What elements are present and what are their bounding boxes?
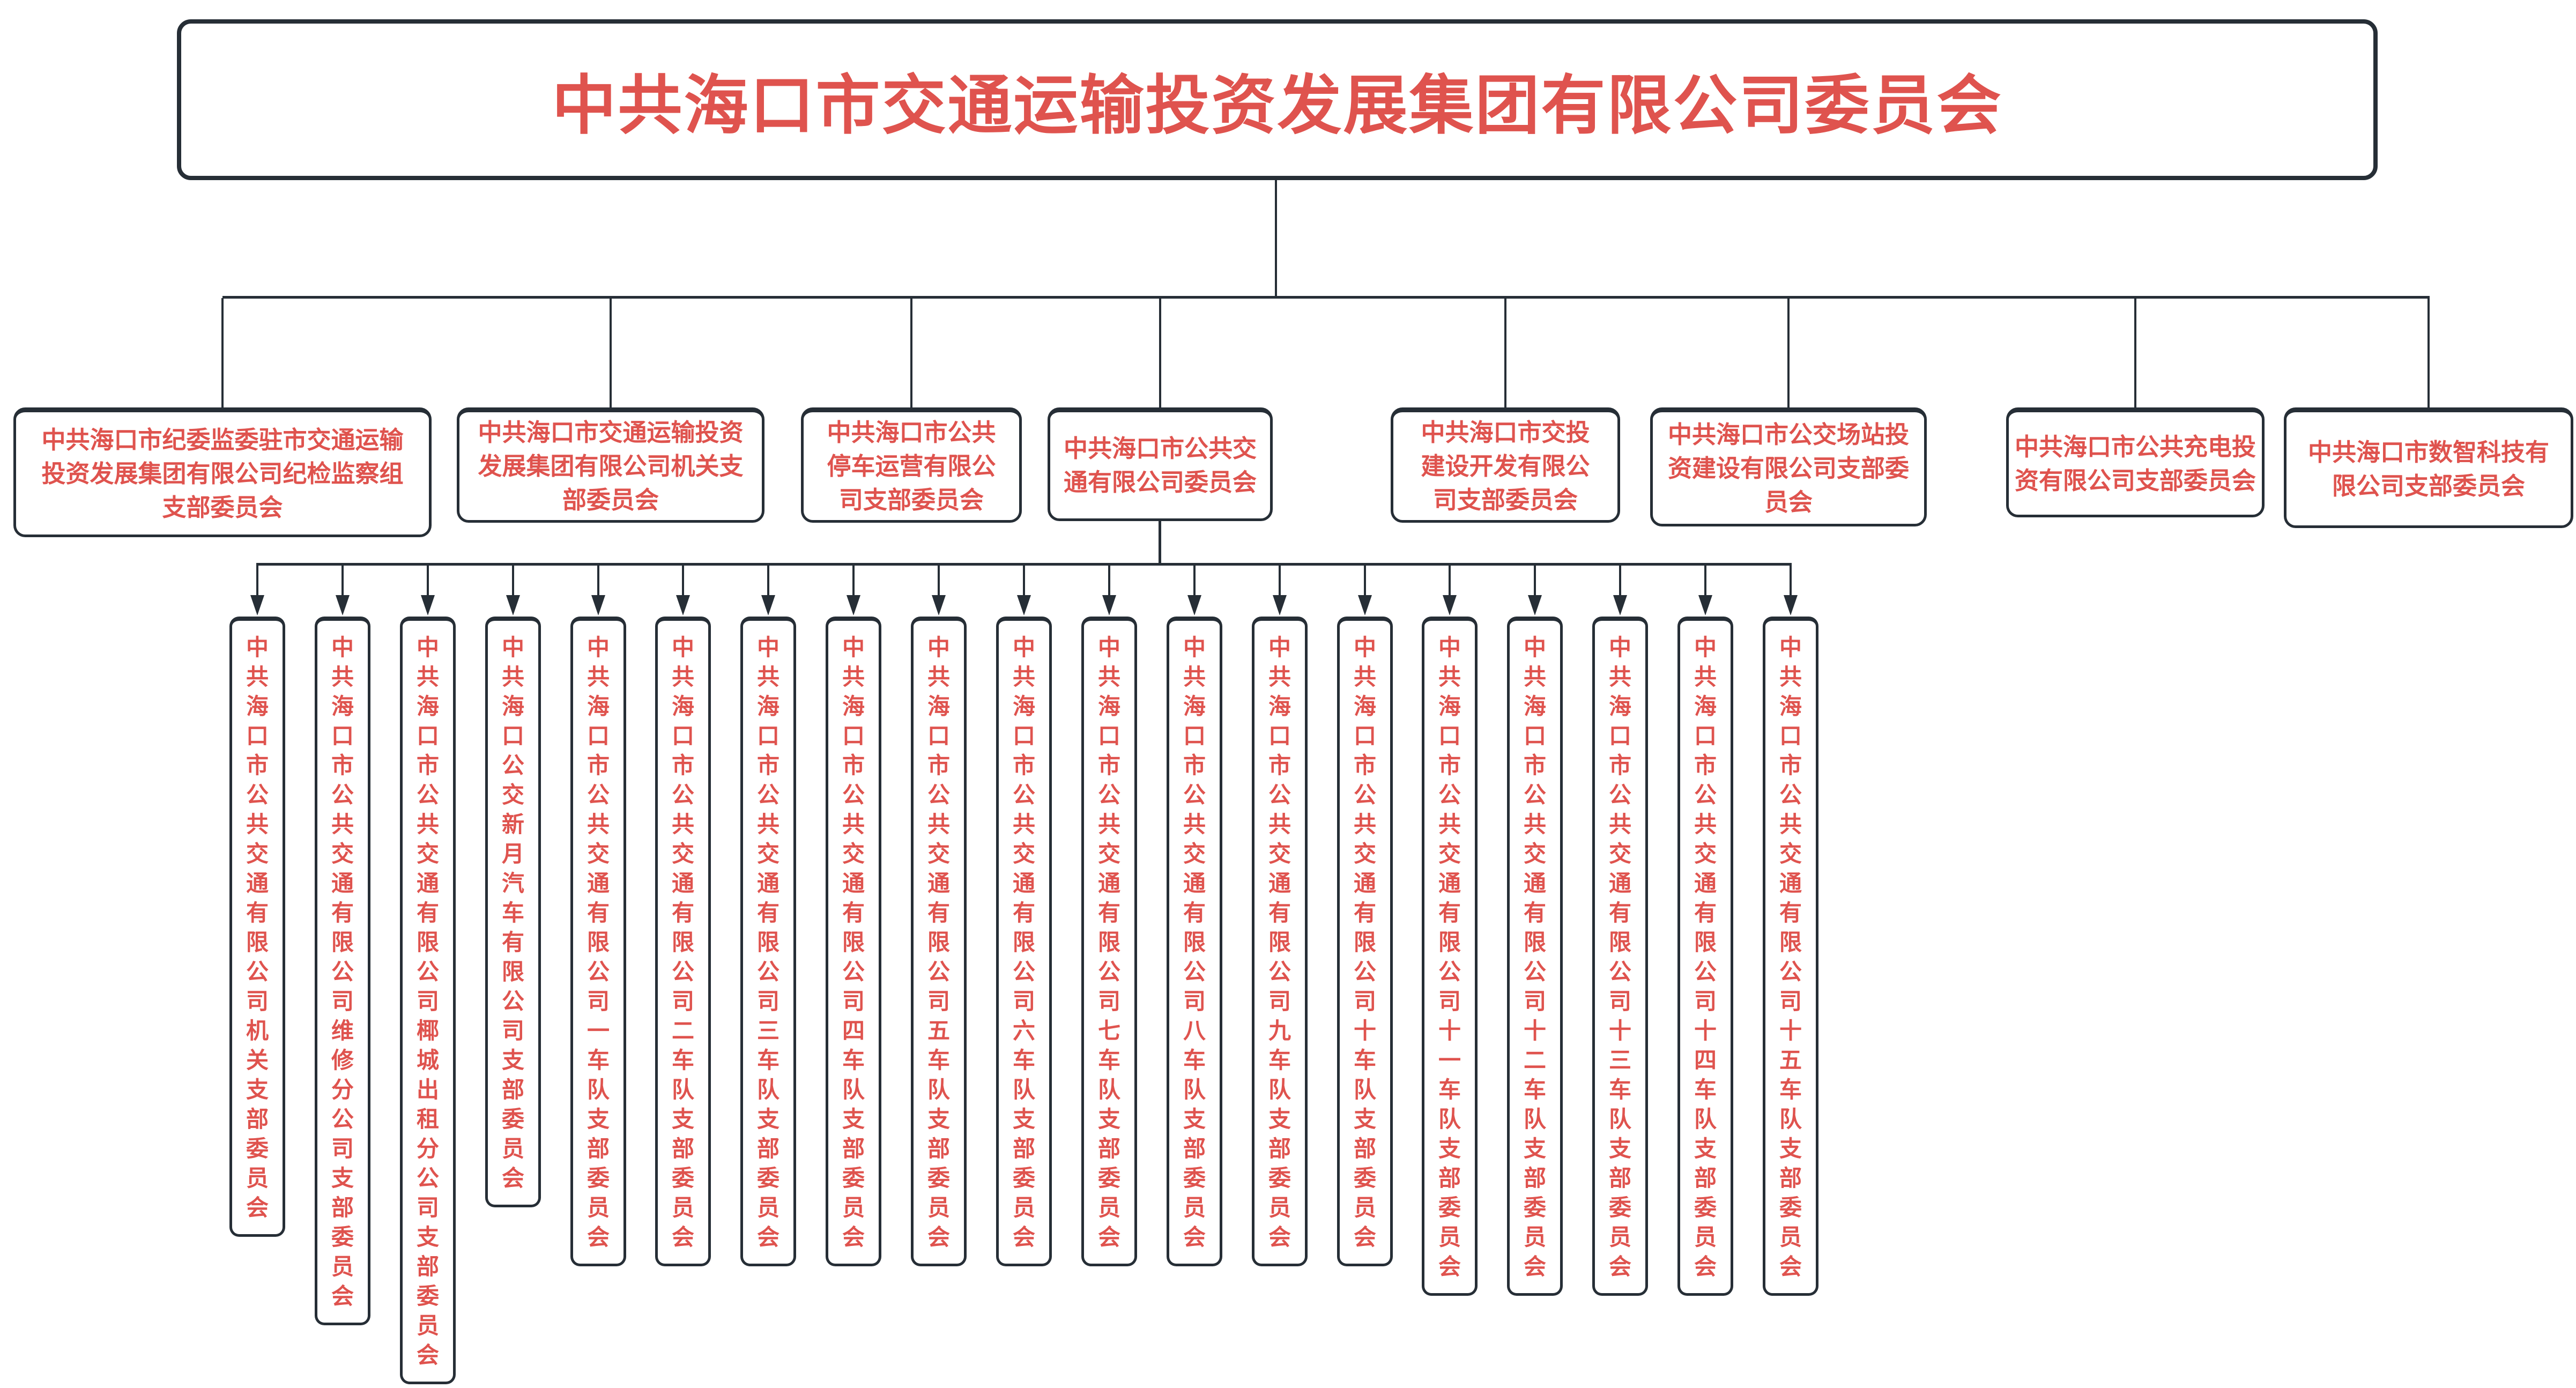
org-node-label: 中共海口市公共充电投资有限公司支部委员会 xyxy=(2014,432,2256,495)
level3-node-fleet-2: 中共海口市公共交通有限公司二车队支部委员会 xyxy=(655,563,711,1266)
level3-node-fleet-14: 中共海口市公共交通有限公司十四车队支部委员会 xyxy=(1677,563,1733,1296)
level3-node-headquarters: 中共海口市公共交通有限公司机关支部委员会 xyxy=(229,563,285,1237)
level3-node-yecheng-taxi-branch: 中共海口市公共交通有限公司椰城出租分公司支部委员会 xyxy=(400,563,456,1384)
level2-node-bus-station-investment: 中共海口市公交场站投资建设有限公司支部委员会 xyxy=(1650,298,1927,526)
level2-node-parking-operation: 中共海口市公共停车运营有限公司支部委员会 xyxy=(801,298,1022,523)
level3-node-fleet-7: 中共海口市公共交通有限公司七车队支部委员会 xyxy=(1081,563,1137,1266)
level3-node-fleet-1: 中共海口市公共交通有限公司一车队支部委员会 xyxy=(570,563,626,1266)
org-node-label: 中共海口市公共交通有限公司维修分公司支部委员会 xyxy=(331,634,354,1309)
level2-node-digital-technology: 中共海口市数智科技有限公司支部委员会 xyxy=(2284,298,2573,528)
org-node-label: 中共海口市公共交通有限公司椰城出租分公司支部委员会 xyxy=(416,634,439,1368)
org-node-label: 中共海口市公交场站投资建设有限公司支部委员会 xyxy=(1667,420,1909,516)
connector-root-trunk xyxy=(1275,180,1277,298)
org-node-label: 中共海口市公共交通有限公司十五车队支部委员会 xyxy=(1779,634,1802,1280)
org-node-label: 中共海口市公共交通有限公司六车队支部委员会 xyxy=(1012,634,1035,1250)
connector-bus-company-trunk xyxy=(1159,519,1161,564)
org-node-label: 中共海口公交新月汽车有限公司支部委员会 xyxy=(501,634,524,1191)
level3-node-fleet-13: 中共海口市公共交通有限公司十三车队支部委员会 xyxy=(1592,563,1648,1296)
level2-node-construction-development: 中共海口市交投建设开发有限公司支部委员会 xyxy=(1391,298,1620,523)
org-node-label: 中共海口市公共交通有限公司七车队支部委员会 xyxy=(1097,634,1120,1250)
level2-node-group-headquarters: 中共海口市交通运输投资发展集团有限公司机关支部委员会 xyxy=(457,298,764,523)
level3-node-fleet-12: 中共海口市公共交通有限公司十二车队支部委员会 xyxy=(1507,563,1563,1296)
level3-node-fleet-8: 中共海口市公共交通有限公司八车队支部委员会 xyxy=(1167,563,1222,1266)
org-node-label: 中共海口市公共交通有限公司八车队支部委员会 xyxy=(1183,634,1206,1250)
org-node-label: 中共海口市数智科技有限公司支部委员会 xyxy=(2307,437,2549,500)
org-node-label: 中共海口市公共交通有限公司五车队支部委员会 xyxy=(927,634,950,1250)
org-node-label: 中共海口市交投建设开发有限公司支部委员会 xyxy=(1421,418,1590,514)
level3-node-fleet-4: 中共海口市公共交通有限公司四车队支部委员会 xyxy=(826,563,881,1266)
level2-node-charging-investment: 中共海口市公共充电投资有限公司支部委员会 xyxy=(2006,298,2265,517)
org-node-label: 中共海口市公共停车运营有限公司支部委员会 xyxy=(827,418,996,514)
level3-node-fleet-3: 中共海口市公共交通有限公司三车队支部委员会 xyxy=(740,563,796,1266)
org-node-label: 中共海口市公共交通有限公司十车队支部委员会 xyxy=(1353,634,1376,1250)
org-node-label: 中共海口市公共交通有限公司机关支部委员会 xyxy=(246,634,269,1221)
level3-node-fleet-9: 中共海口市公共交通有限公司九车队支部委员会 xyxy=(1252,563,1308,1266)
level3-node-fleet-11: 中共海口市公共交通有限公司十一车队支部委员会 xyxy=(1422,563,1478,1296)
org-node-label: 中共海口市公共交通有限公司十三车队支部委员会 xyxy=(1608,634,1631,1280)
org-node-label: 中共海口市公共交通有限公司九车队支部委员会 xyxy=(1268,634,1291,1250)
org-node-label: 中共海口市公共交通有限公司四车队支部委员会 xyxy=(842,634,865,1250)
root-committee-node: 中共海口市交通运输投资发展集团有限公司委员会 xyxy=(177,19,2378,180)
level3-node-maintenance-branch: 中共海口市公共交通有限公司维修分公司支部委员会 xyxy=(315,563,370,1325)
connector-level3-rail xyxy=(256,563,1792,566)
org-node-label: 中共海口市公共交通有限公司一车队支部委员会 xyxy=(587,634,610,1250)
org-node-label: 中共海口市公共交通有限公司三车队支部委员会 xyxy=(756,634,780,1250)
level3-node-fleet-6: 中共海口市公共交通有限公司六车队支部委员会 xyxy=(996,563,1052,1266)
level2-node-public-transport-committee: 中共海口市公共交通有限公司委员会 xyxy=(1048,298,1273,521)
level3-node-fleet-10: 中共海口市公共交通有限公司十车队支部委员会 xyxy=(1337,563,1393,1266)
root-committee-label: 中共海口市交通运输投资发展集团有限公司委员会 xyxy=(552,69,2003,143)
level3-node-fleet-5: 中共海口市公共交通有限公司五车队支部委员会 xyxy=(911,563,967,1266)
level3-node-xinyue-auto: 中共海口公交新月汽车有限公司支部委员会 xyxy=(485,563,541,1207)
org-node-label: 中共海口市公共交通有限公司十二车队支部委员会 xyxy=(1523,634,1546,1280)
org-node-label: 中共海口市公共交通有限公司委员会 xyxy=(1063,434,1257,496)
org-node-label: 中共海口市公共交通有限公司二车队支部委员会 xyxy=(671,634,694,1250)
org-node-label: 中共海口市纪委监委驻市交通运输投资发展集团有限公司纪检监察组支部委员会 xyxy=(41,425,404,522)
org-node-label: 中共海口市交通运输投资发展集团有限公司机关支部委员会 xyxy=(478,418,744,514)
org-node-label: 中共海口市公共交通有限公司十四车队支部委员会 xyxy=(1694,634,1717,1280)
org-node-label: 中共海口市公共交通有限公司十一车队支部委员会 xyxy=(1438,634,1461,1280)
level3-node-fleet-15: 中共海口市公共交通有限公司十五车队支部委员会 xyxy=(1763,563,1818,1296)
level2-node-discipline-inspection: 中共海口市纪委监委驻市交通运输投资发展集团有限公司纪检监察组支部委员会 xyxy=(13,298,432,537)
connector-level2-rail xyxy=(222,296,2430,299)
